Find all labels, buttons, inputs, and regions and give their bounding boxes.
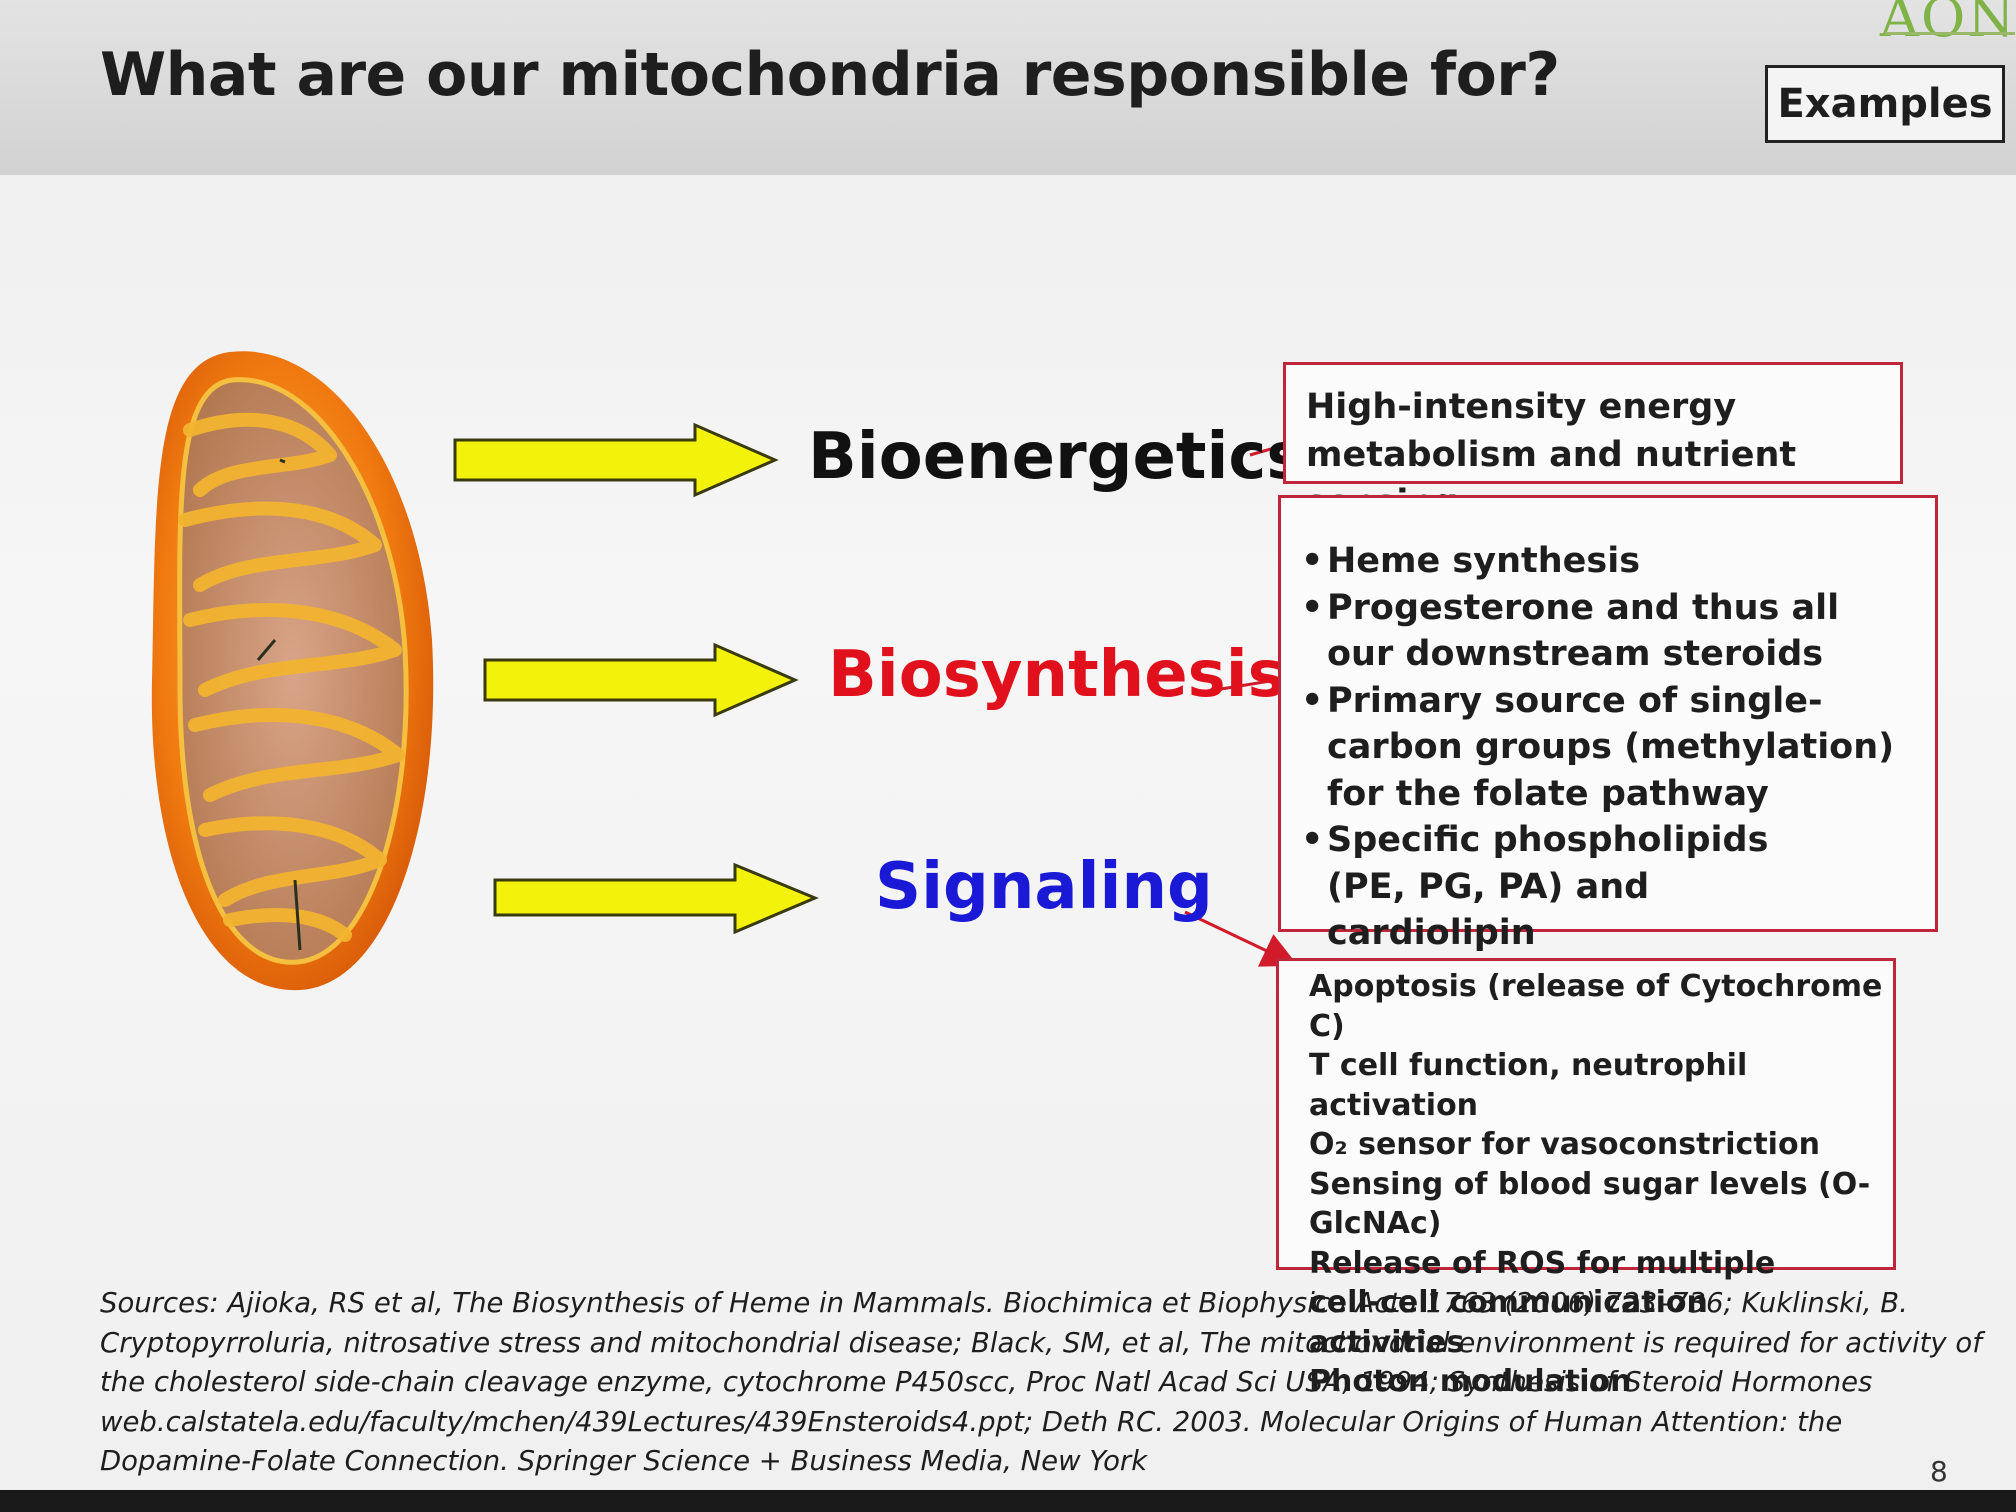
list-item: T cell function, neutrophil activation bbox=[1309, 1048, 1748, 1123]
list-item: Specific phospholipids (PE, PG, PA) and … bbox=[1301, 817, 1847, 957]
page-number: 8 bbox=[1930, 1455, 1948, 1488]
label-bioenergetics: Bioenergetics bbox=[808, 420, 1305, 494]
arrow-to-bioenergetics bbox=[453, 422, 779, 498]
label-signaling: Signaling bbox=[875, 850, 1213, 924]
bioenergetics-line-1: High-intensity energy bbox=[1306, 387, 1737, 427]
list-item: Photon modulation bbox=[1309, 1364, 1632, 1399]
list-item: Primary source of single-carbon groups (… bbox=[1301, 678, 1947, 818]
logo-underline bbox=[1885, 32, 2015, 35]
mitochondrion-illustration bbox=[151, 351, 434, 991]
slide-title: What are our mitochondria responsible fo… bbox=[100, 40, 1560, 110]
biosynthesis-list: Heme synthesis Progesterone and thus all… bbox=[1301, 538, 1935, 957]
list-item: Progesterone and thus all our downstream… bbox=[1301, 585, 1867, 678]
biosynthesis-examples-box: Heme synthesis Progesterone and thus all… bbox=[1278, 495, 1938, 953]
yellow-arrows bbox=[453, 422, 819, 935]
logo: AONI bbox=[1880, 0, 2016, 49]
bioenergetics-examples-box: High-intensity energy metabolism and nut… bbox=[1283, 362, 1903, 523]
list-item: Release of ROS for multiple cell-cell co… bbox=[1309, 1245, 1776, 1360]
label-biosynthesis: Biosynthesis bbox=[828, 638, 1286, 712]
signaling-examples-box: Apoptosis (release of Cytochrome C) T ce… bbox=[1276, 958, 1896, 1399]
list-item: Sensing of blood sugar levels (O-GlcNAc) bbox=[1309, 1166, 1871, 1242]
sources-citation: Sources: Ajioka, RS et al, The Biosynthe… bbox=[100, 1287, 1982, 1477]
list-item: Heme synthesis bbox=[1301, 538, 1935, 585]
arrow-to-biosynthesis bbox=[483, 642, 799, 718]
examples-label: Examples bbox=[1765, 65, 2005, 143]
header-band bbox=[0, 0, 2016, 175]
signaling-list: Apoptosis (release of Cytochrome C) T ce… bbox=[1309, 967, 1893, 1402]
list-item: O₂ sensor for vasoconstriction bbox=[1309, 1127, 1820, 1162]
arrow-to-signaling bbox=[493, 862, 819, 935]
mitochondrion-dna-strands bbox=[256, 458, 302, 951]
connector-signaling bbox=[1184, 910, 1299, 967]
list-item: Apoptosis (release of Cytochrome C) bbox=[1309, 969, 1883, 1044]
